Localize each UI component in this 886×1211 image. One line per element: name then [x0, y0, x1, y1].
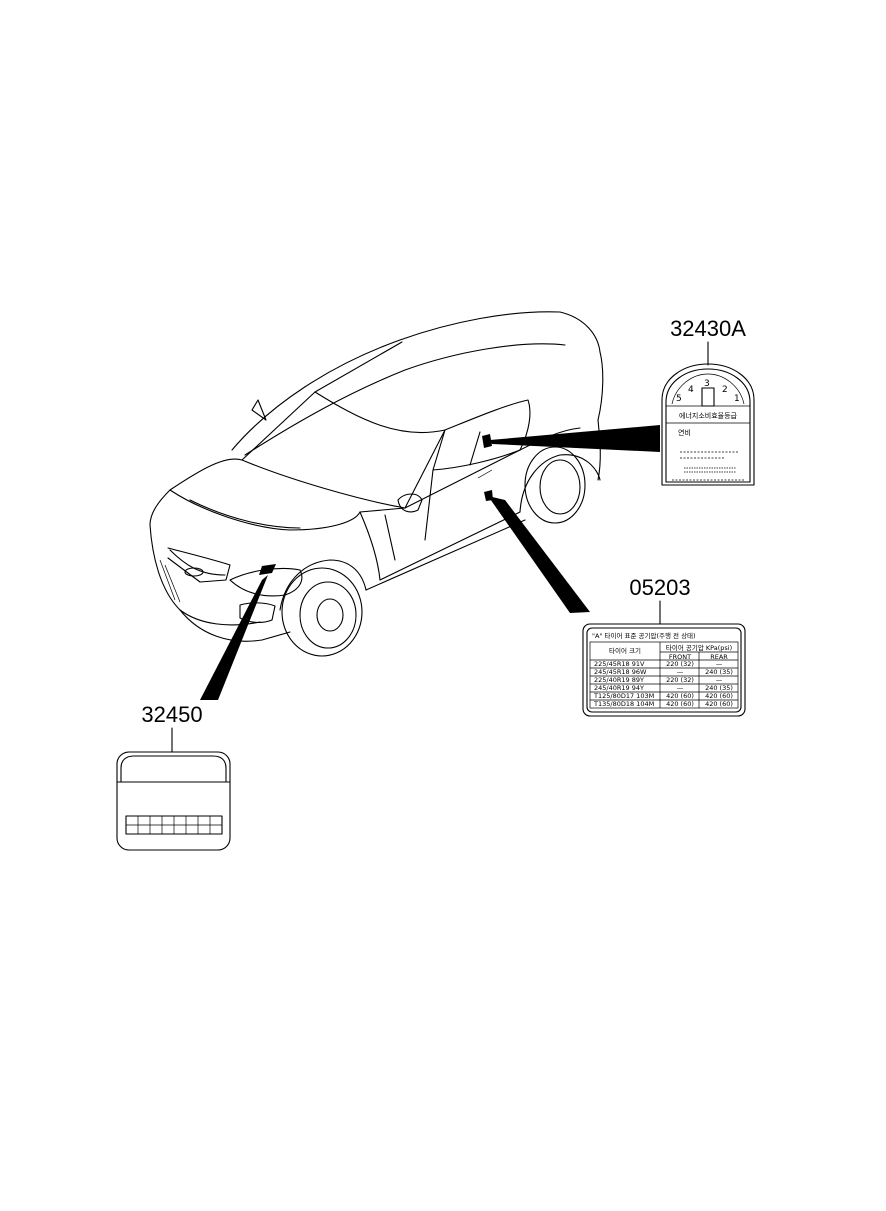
tire-row-front: 420 (60) [666, 692, 694, 700]
tire-row-front: 220 (32) [666, 676, 694, 684]
tire-row-size: 245/40R19 94Y [594, 684, 644, 692]
fuel-economy-label-part: 32430A 5 4 3 2 1 에너지소비효율등급 연비 [661, 316, 755, 486]
tire-row-size: 225/45R18 91V [594, 660, 645, 668]
fuel-economy-word: 연비 [678, 428, 691, 437]
grade-1: 1 [734, 394, 740, 404]
tire-col-size: 타이어 크기 [609, 646, 641, 655]
callout-05203: 05203 [629, 575, 690, 600]
tire-row-size: T135/80D18 104M [593, 700, 654, 708]
tire-col-front: FRONT [669, 653, 691, 661]
grade-5: 5 [676, 394, 682, 404]
tire-row-size: 225/40R19 89Y [594, 676, 644, 684]
leader-emission-label [200, 575, 268, 700]
tire-row-rear: — [716, 676, 723, 684]
tire-row-front: 220 (32) [666, 660, 694, 668]
tire-row-front: 420 (60) [666, 700, 694, 708]
grade-3: 3 [704, 379, 710, 389]
leader-fuel-label [490, 425, 660, 452]
tire-label-header: "A" 타이어 표준 공기압(주행 전 상태) [592, 631, 696, 640]
tire-row-rear: 240 (35) [705, 668, 733, 676]
tire-row-front: — [677, 668, 684, 676]
tire-col-rear: REAR [710, 653, 728, 661]
tire-row-rear: 240 (35) [705, 684, 733, 692]
car-illustration [149, 311, 604, 657]
callout-32450: 32450 [141, 702, 202, 727]
fuel-label-title: 에너지소비효율등급 [679, 411, 738, 420]
tire-row-size: T125/80D17 103M [593, 692, 654, 700]
tire-row-size: 245/45R18 96W [594, 668, 647, 676]
tire-row-rear: — [716, 660, 723, 668]
tire-row-front: — [677, 684, 684, 692]
callout-32430A: 32430A [670, 316, 746, 341]
tire-rows: 225/45R18 91V 220 (32) — 245/45R18 96W —… [590, 660, 738, 708]
tire-row-rear: 420 (60) [705, 700, 733, 708]
emission-label-part: 32450 [116, 702, 231, 851]
tire-pressure-label-part: 05203 "A" 타이어 표준 공기압(주행 전 상태) 타이어 크기 타이어… [582, 575, 746, 717]
grade-2: 2 [722, 385, 728, 395]
tire-row-rear: 420 (60) [705, 692, 733, 700]
tire-col-pressure: 타이어 공기압 KPa(psi) [666, 643, 732, 652]
grade-4: 4 [688, 385, 694, 395]
leader-tire-label [488, 496, 590, 613]
